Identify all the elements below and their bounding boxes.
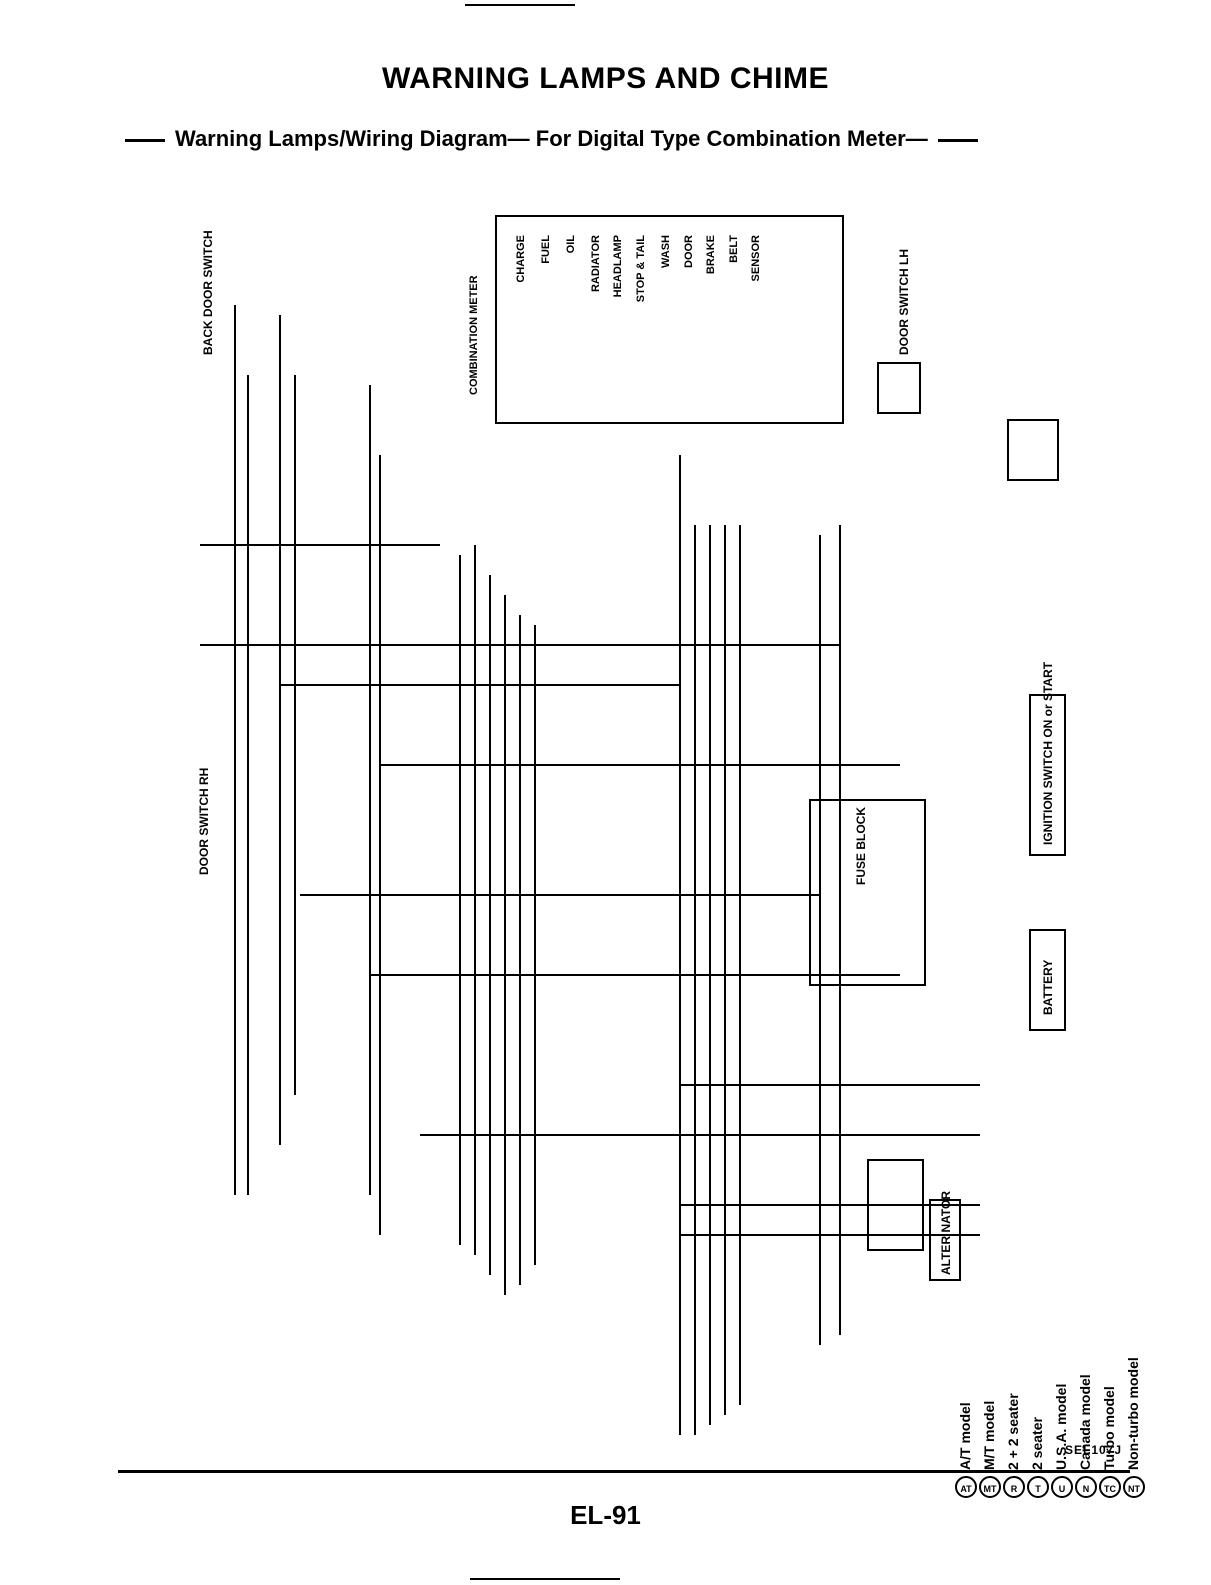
wire-harness-right (679, 455, 841, 1435)
lamp-wash: WASH (660, 235, 672, 268)
legend-label: Turbo model (1101, 1386, 1117, 1470)
page-number: EL-91 (570, 1500, 641, 1530)
legend-symbol: TC (1099, 1476, 1121, 1498)
oil-pressure-sensor-box (867, 1159, 924, 1251)
legend-label: A/T model (957, 1402, 973, 1470)
wire-harness-center (459, 545, 536, 1295)
lamp-stop-tail: STOP & TAIL (635, 235, 647, 303)
battery-box (1029, 929, 1066, 1031)
combination-meter (495, 215, 844, 424)
fuse-block-outline (809, 799, 926, 986)
legend-item-nt: NT Non-turbo model (1123, 1320, 1145, 1500)
legend-symbol: N (1075, 1476, 1097, 1498)
footer-rule (118, 1470, 1130, 1473)
top-rule (465, 4, 575, 6)
battery-label: BATTERY (1041, 960, 1055, 1015)
legend-item-tc: TC Turbo model (1099, 1320, 1121, 1500)
legend-label: Non-turbo model (1125, 1357, 1141, 1470)
lamp-brake: BRAKE (705, 235, 717, 275)
legend-item-at: AT A/T model (955, 1320, 977, 1500)
door-switch-rh-label: DOOR SWITCH RH (197, 768, 211, 875)
page-title: WARNING LAMPS AND CHIME (381, 62, 830, 95)
seat-belt-switch-box (1007, 419, 1059, 481)
legend-item-r: R 2 + 2 seater (1003, 1320, 1025, 1500)
lamp-radiator: RADIATOR (590, 235, 602, 293)
legend-symbol: R (1003, 1476, 1025, 1498)
legend-symbol: U (1051, 1476, 1073, 1498)
figure-code: SEL107J (1065, 1443, 1123, 1457)
lamp-charge: CHARGE (515, 235, 527, 283)
combination-meter-label: COMBINATION METER (468, 275, 480, 395)
subtitle-dash-left (125, 138, 165, 142)
bottom-rule (470, 1578, 620, 1580)
lamp-fuel: FUEL (540, 235, 552, 264)
lamp-sensor: SENSOR (750, 235, 762, 282)
legend-symbol: AT (955, 1476, 977, 1498)
lamp-headlamp: HEADLAMP (612, 235, 624, 298)
fuse-block-label: FUSE BLOCK (854, 807, 868, 885)
legend-item-u: U U.S.A. model (1051, 1320, 1073, 1500)
wire-harness-left (234, 305, 381, 1235)
ignition-switch-label: IGNITION SWITCH ON or START (1041, 661, 1055, 845)
subtitle-text: Warning Lamps/Wiring Diagram— For Digita… (175, 126, 928, 151)
ignition-switch-box (1029, 694, 1066, 856)
lamp-oil: OIL (565, 235, 577, 254)
lamp-door: DOOR (683, 235, 695, 268)
back-door-switch-label: BACK DOOR SWITCH (201, 230, 215, 355)
subtitle-dash-right (937, 138, 978, 142)
door-switch-lh-box (877, 362, 921, 414)
page-subtitle: Warning Lamps/Wiring Diagram— For Digita… (115, 126, 1115, 152)
wire-bus-horizontals (200, 544, 980, 1236)
legend-label: 2 + 2 seater (1005, 1393, 1021, 1470)
legend-symbol: MT (979, 1476, 1001, 1498)
legend-symbol: T (1027, 1476, 1049, 1498)
alternator-box (929, 1199, 961, 1281)
wiring-diagram: BATTERY IGNITION SWITCH ON or START FUSE… (197, 230, 1066, 1435)
legend-item-t: T 2 seater (1027, 1320, 1049, 1500)
legend-label: M/T model (981, 1400, 997, 1470)
legend-label: U.S.A. model (1053, 1383, 1069, 1470)
legend-label: 2 seater (1029, 1417, 1045, 1470)
lamp-belt: BELT (728, 235, 740, 263)
legend-symbol: NT (1123, 1476, 1145, 1498)
door-switch-lh-label: DOOR SWITCH LH (897, 249, 911, 355)
legend-item-mt: MT M/T model (979, 1320, 1001, 1500)
alternator-label: ALTER NATOR (939, 1191, 953, 1275)
